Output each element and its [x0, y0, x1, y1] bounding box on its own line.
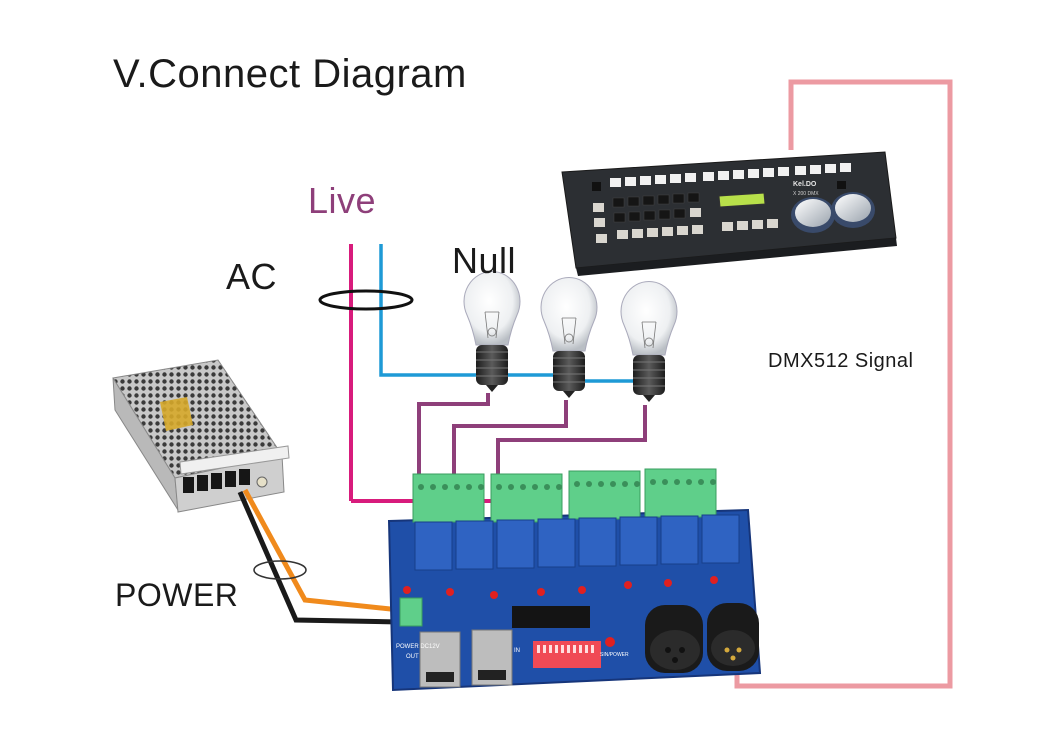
- terminal-block: [490, 473, 563, 523]
- dmx-signal-label: DMX512 Signal: [768, 350, 914, 372]
- live-label: Live: [308, 180, 377, 221]
- power-label: POWER: [115, 577, 239, 613]
- board-power-label: POWER DC12V: [396, 644, 440, 650]
- controller-model: X 200 DMX: [793, 191, 819, 197]
- dmx-signal-wire: [734, 79, 953, 689]
- diagram-title: V.Connect Diagram: [113, 52, 467, 96]
- ac-cable-ring: [318, 289, 414, 311]
- relays: [414, 514, 740, 571]
- xlr-female-connector: [645, 605, 703, 673]
- board-in-label: IN: [514, 648, 520, 654]
- terminal-block: [568, 470, 641, 520]
- terminal-block: [644, 468, 717, 518]
- lamp-wire-3: [496, 405, 647, 488]
- null-label: Null: [452, 240, 517, 281]
- power-wire-negative: [237, 490, 401, 625]
- lamp-wire-1: [417, 393, 490, 488]
- ac-label: AC: [226, 256, 278, 297]
- light-bulb: [620, 281, 678, 402]
- xlr-male-connector: [707, 603, 759, 671]
- ic-chip: [512, 606, 590, 628]
- controller-brand: Kel.DO: [793, 181, 817, 188]
- rj45-in: [471, 629, 513, 686]
- power-cable-ring: [253, 560, 307, 580]
- power-supply: [112, 359, 290, 513]
- light-bulb: [463, 271, 521, 392]
- lamp-wire-2: [452, 400, 568, 488]
- light-bulb: [540, 277, 598, 398]
- board-out-label: OUT: [406, 654, 419, 660]
- rj45-out: [419, 631, 461, 688]
- power-terminal: [399, 597, 423, 627]
- null-wire: [379, 244, 480, 377]
- dmx-controller: Kel.DO X 200 DMX: [561, 151, 897, 276]
- power-wire-positive: [242, 488, 401, 613]
- terminal-block: [412, 473, 485, 523]
- board-power-led-label: SIN/POWER: [600, 652, 629, 658]
- psu-label-strip: [179, 445, 290, 475]
- lcd-display: [718, 192, 766, 208]
- relay-board: POWER DC12V OUT IN SIN/POWER: [387, 468, 762, 692]
